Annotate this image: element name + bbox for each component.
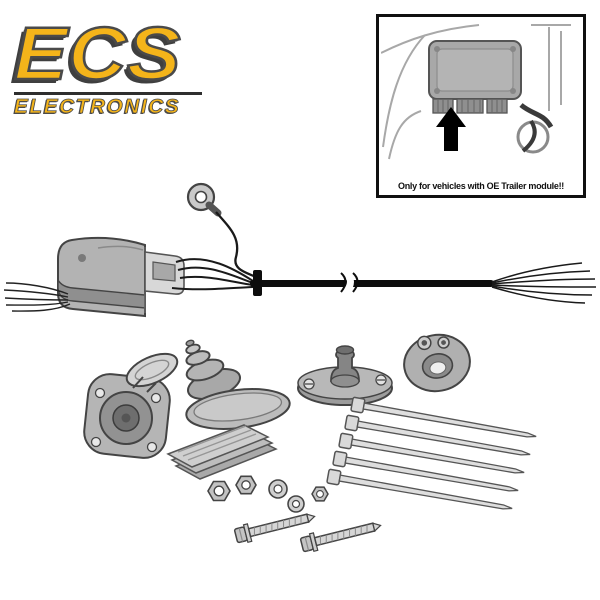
cable-tie-icon: [338, 432, 525, 474]
cable-tie-icon: [332, 450, 519, 492]
vehicle-module-icon: [57, 236, 185, 318]
screw-icon: [299, 522, 382, 553]
screw-icon: [233, 513, 316, 544]
loom-lines: [519, 103, 554, 153]
logo-brand-text: ECS: [13, 12, 182, 95]
seven-pin-socket-icon: [83, 352, 179, 459]
cable-tie-icon: [344, 414, 531, 456]
ring-terminal-icon: [186, 182, 257, 279]
harness-wires: [171, 258, 254, 291]
oe-module-icon: [428, 40, 522, 114]
frayed-wires-icon: [3, 282, 71, 312]
cable-clip-icon: [253, 270, 262, 296]
cable-ties: [326, 396, 537, 510]
hex-nut-icon: [311, 486, 329, 502]
engine-bay-illustration: [381, 24, 571, 160]
oe-module-inset: Only for vehicles with OE Trailer module…: [376, 14, 586, 198]
round-grommet-icon: [403, 333, 471, 393]
up-arrow-icon: [436, 107, 466, 151]
adhesive-pads-icon: [166, 424, 278, 480]
oval-cover-plate-icon: [185, 388, 291, 430]
mounting-plate-boot-icon: [297, 345, 393, 406]
cable-tie-icon: [350, 396, 537, 438]
cable-break-icon: [340, 270, 359, 295]
hex-nut-icon: [235, 475, 257, 495]
engine-bay-lines: [381, 24, 571, 160]
cable-tie-icon: [326, 468, 513, 510]
inset-caption: Only for vehicles with OE Trailer module…: [398, 181, 564, 191]
logo-subtitle-text: ELECTRONICS: [14, 96, 181, 119]
hex-nut-icon: [207, 480, 231, 502]
main-cable-icon: [250, 270, 494, 296]
fixings: [207, 475, 382, 553]
logo-underline: [14, 92, 202, 95]
washer-icon: [268, 479, 288, 499]
washer-icon: [287, 495, 305, 513]
frayed-wires-icon: [491, 262, 597, 304]
ecs-logo: ECS ELECTRONICS: [13, 15, 224, 119]
